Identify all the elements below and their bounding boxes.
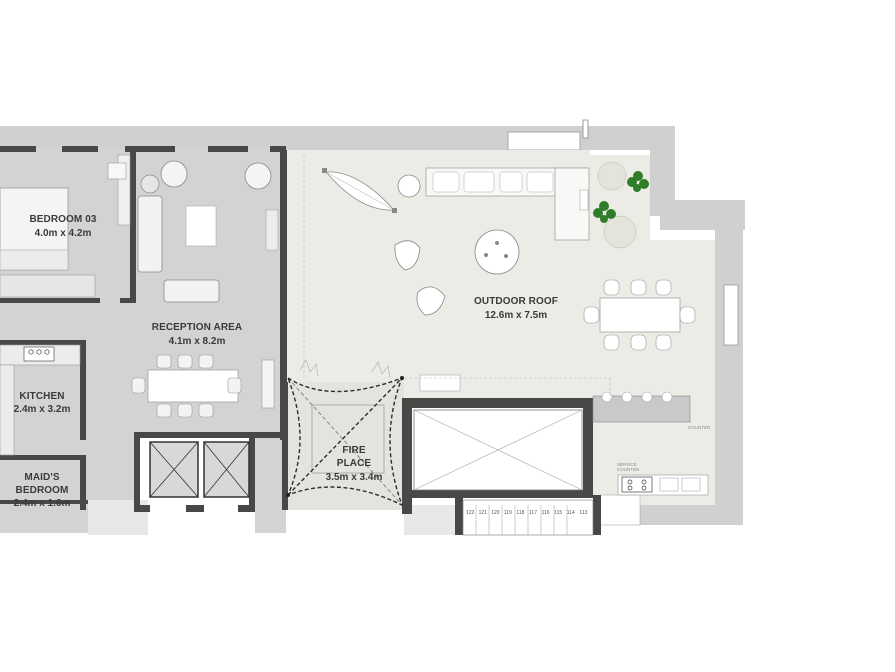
bedroom-furniture [0, 154, 131, 298]
planters [299, 161, 649, 379]
dashed-boundaries [303, 155, 611, 400]
kitchen-fixtures [0, 344, 81, 456]
stair-step-number: 116 [542, 510, 550, 516]
maids-bedroom-name-1: MAID'S [24, 472, 59, 483]
maids-bedroom-dims: 2.4m x 1.6m [14, 498, 71, 509]
bedroom-03-dims: 4.0m x 4.2m [35, 228, 92, 239]
service-counter-label-2: COUNTER [617, 467, 640, 472]
stair-step-number: 121 [479, 510, 488, 516]
stair-step-number: 120 [491, 510, 500, 516]
void-box [413, 409, 583, 491]
room-label-kitchen: KITCHEN 2.4m x 3.2m [14, 391, 71, 415]
counter-label: COUNTER [688, 425, 711, 430]
outdoor-roof-dims: 12.6m x 7.5m [485, 310, 547, 321]
maids-bedroom-name-2: BEDROOM [16, 485, 69, 496]
outdoor-furniture [322, 167, 709, 496]
reception-furniture [131, 160, 279, 418]
fireplace-name-2: PLACE [337, 458, 372, 469]
parapet-wall [0, 119, 745, 525]
reception-dims: 4.1m x 8.2m [169, 336, 226, 347]
plant-icon [593, 201, 616, 223]
stair-step-number: 115 [554, 510, 562, 516]
kitchen-name: KITCHEN [19, 391, 64, 402]
outdoor-roof-name: OUTDOOR ROOF [474, 296, 558, 307]
stair-step-number: 113 [579, 510, 587, 516]
room-label-reception: RECEPTION AREA 4.1m x 8.2m [152, 322, 242, 347]
fireplace-dims: 3.5m x 3.4m [326, 472, 383, 483]
room-label-maids-bedroom: MAID'S BEDROOM 2.4m x 1.6m [14, 472, 71, 509]
kitchen-dims: 2.4m x 3.2m [14, 404, 71, 415]
stair-step-number: 118 [516, 510, 524, 516]
room-label-fireplace: FIRE PLACE 3.5m x 3.4m [326, 445, 383, 483]
reception-name: RECEPTION AREA [152, 322, 242, 333]
stair-step-number: 114 [567, 510, 575, 516]
fireplace-name-1: FIRE [342, 445, 365, 456]
service-counter-label-1: SERVICE [617, 462, 637, 467]
stair-step-number: 122 [466, 510, 475, 516]
room-label-bedroom-03: BEDROOM 03 4.0m x 4.2m [29, 214, 96, 239]
walls [0, 146, 601, 535]
room-label-outdoor-roof: OUTDOOR ROOF 12.6m x 7.5m [474, 296, 558, 321]
stair-step-number: 117 [529, 510, 537, 516]
stair-step-number: 119 [504, 510, 512, 516]
lift-shafts [149, 441, 250, 498]
fireplace-canopy [286, 376, 404, 507]
plant-icon [627, 171, 649, 192]
bedroom-03-name: BEDROOM 03 [29, 214, 96, 225]
